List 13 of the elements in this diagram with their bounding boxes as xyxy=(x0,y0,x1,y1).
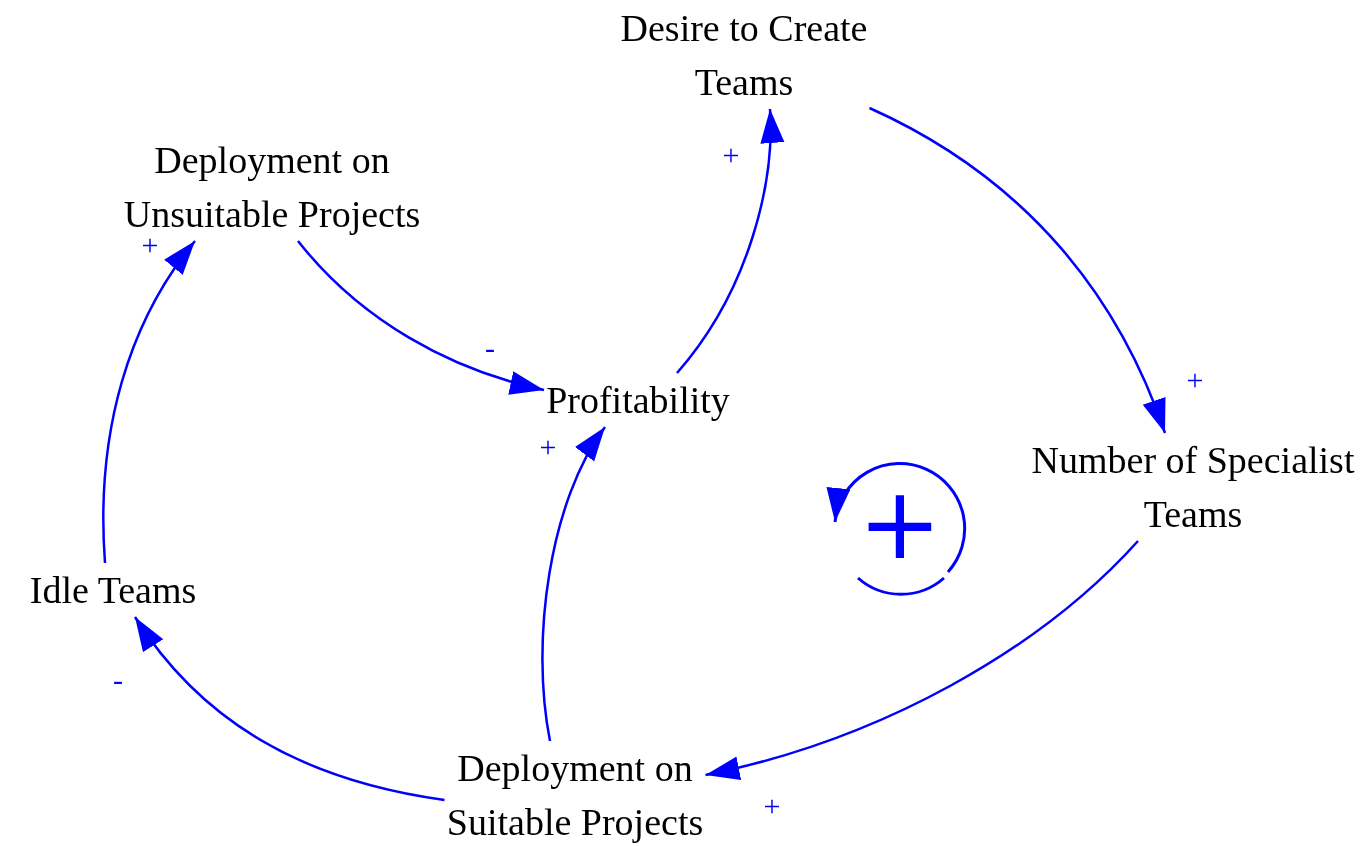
causal-arrow xyxy=(705,540,1139,780)
causal-arrow xyxy=(102,240,196,564)
variable-label: Number of Specialist Teams xyxy=(1029,433,1357,541)
causal-arrow xyxy=(676,108,784,374)
variable-label: Desire to Create Teams xyxy=(618,1,870,109)
causal-arrow xyxy=(133,616,445,802)
causal-arrow xyxy=(868,106,1167,434)
variable-label: Idle Teams xyxy=(27,563,199,617)
loop-polarity-sign: + xyxy=(858,474,942,574)
causal-arrow xyxy=(541,426,607,742)
variable-label: Deployment on Suitable Projects xyxy=(444,741,706,846)
causal-arrow xyxy=(297,240,545,394)
variable-label: Profitability xyxy=(544,373,732,427)
